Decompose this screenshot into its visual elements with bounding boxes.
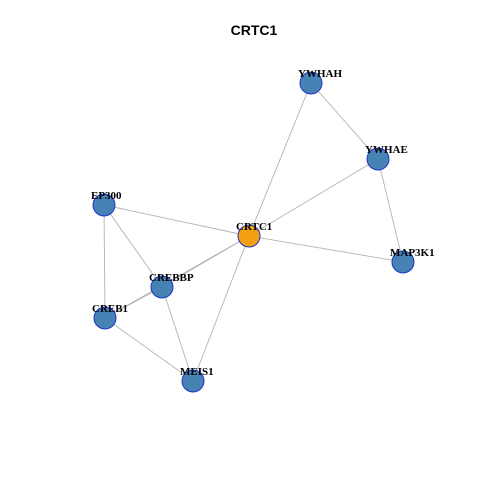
edge-crebbp-meis1 bbox=[161, 286, 194, 382]
edge-crtc1-creb1 bbox=[104, 235, 250, 319]
edge-ywhah-crtc1 bbox=[248, 82, 312, 237]
diagram-title: CRTC1 bbox=[231, 22, 278, 38]
node-crtc1 bbox=[237, 224, 261, 248]
node-label-meis1: MEIS1 bbox=[180, 366, 214, 378]
edge-ywhae-crtc1 bbox=[248, 158, 379, 237]
node-label-creb1: CREB1 bbox=[92, 303, 128, 315]
node-label-ep300: EP300 bbox=[91, 190, 122, 202]
edge-ep300-crebbp bbox=[103, 204, 163, 288]
node-crebbp bbox=[150, 275, 174, 299]
node-label-crebbp: CREBBP bbox=[149, 272, 194, 284]
node-map3k1 bbox=[391, 250, 415, 274]
edge-ep300-crtc1 bbox=[103, 204, 250, 237]
node-ep300 bbox=[92, 193, 116, 217]
node-layer bbox=[92, 71, 415, 393]
node-label-crtc1: CRTC1 bbox=[236, 221, 272, 233]
node-creb1 bbox=[93, 306, 117, 330]
edge-crtc1-map3k1 bbox=[248, 235, 404, 263]
node-meis1 bbox=[181, 369, 205, 393]
node-ywhae bbox=[366, 147, 390, 171]
edge-ywhae-map3k1 bbox=[377, 158, 404, 263]
node-label-ywhae: YWHAE bbox=[365, 144, 408, 156]
node-label-map3k1: MAP3K1 bbox=[390, 247, 435, 259]
edge-ywhah-ywhae bbox=[310, 82, 379, 160]
edge-ep300-creb1 bbox=[103, 204, 106, 319]
node-label-ywhah: YWHAH bbox=[298, 68, 342, 80]
edge-creb1-meis1 bbox=[104, 317, 194, 382]
edge-crtc1-meis1 bbox=[192, 235, 250, 382]
node-ywhah bbox=[299, 71, 323, 95]
